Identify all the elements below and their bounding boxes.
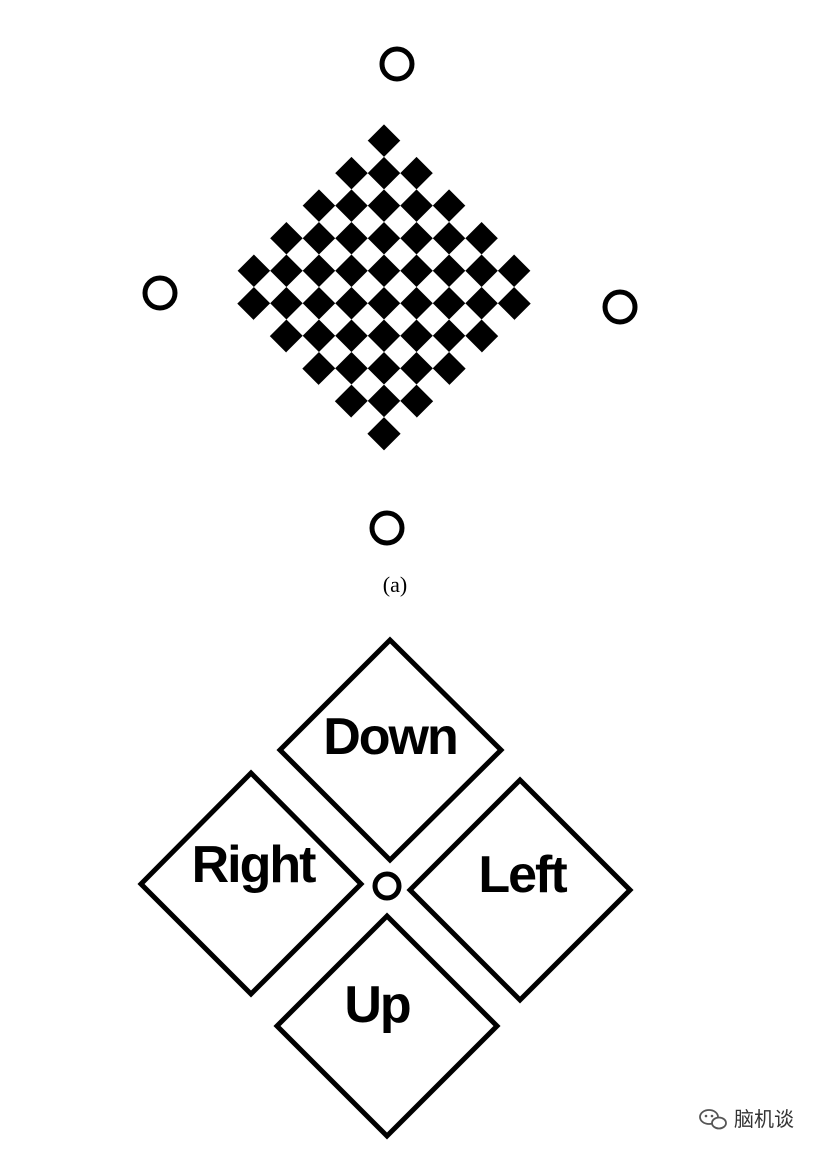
- marker-circle-left: [142, 275, 178, 311]
- diamond-up: [273, 912, 501, 1140]
- center-circle: [372, 871, 402, 901]
- caption-a: (a): [383, 572, 407, 597]
- label-right: Right: [192, 836, 317, 894]
- diamond-down: [276, 636, 505, 864]
- figure-a: (a): [142, 46, 638, 597]
- checkerboard-diamond: [221, 124, 547, 451]
- marker-circle-right: [602, 289, 638, 325]
- wechat-icon: [699, 1109, 727, 1130]
- label-left: Left: [478, 846, 567, 904]
- marker-circle-top: [379, 46, 415, 82]
- label-down: Down: [323, 708, 457, 766]
- diamond-right: [137, 769, 365, 998]
- figure-b: Down Right Left Up: [137, 636, 634, 1140]
- watermark-text: 脑机谈: [734, 1107, 794, 1131]
- marker-circle-bottom: [369, 510, 405, 546]
- label-up: Up: [344, 976, 410, 1034]
- watermark: 脑机谈: [699, 1107, 794, 1131]
- diamond-left: [406, 776, 634, 1004]
